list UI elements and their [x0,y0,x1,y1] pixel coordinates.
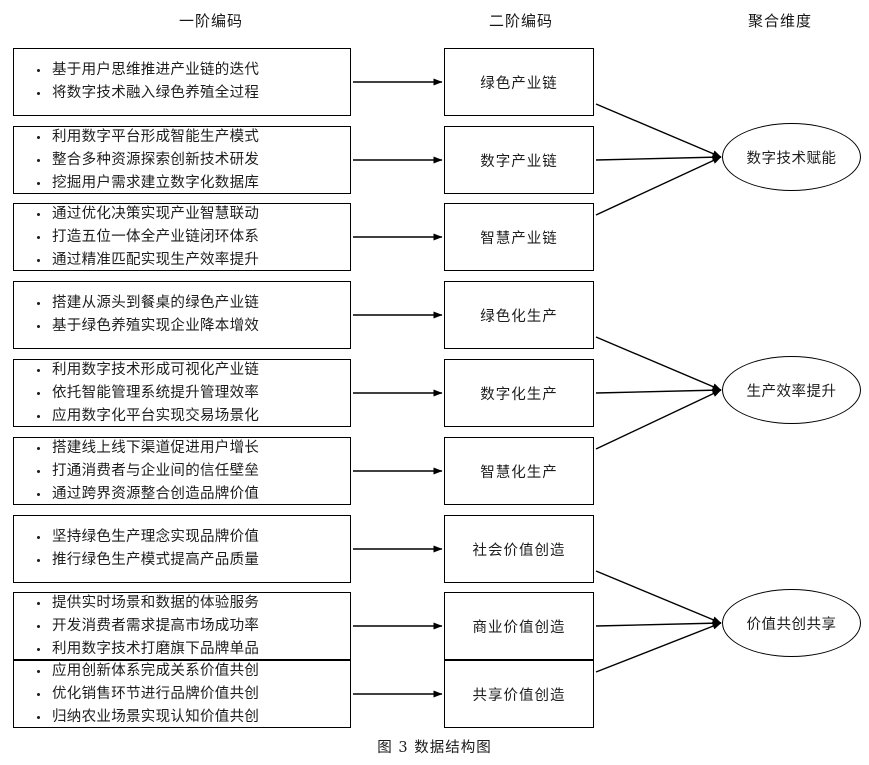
first-order-bullet: 坚持绿色生产理念实现品牌价值 [37,526,342,549]
column-header-aggregate-dimension: 聚合维度 [747,12,812,30]
first-order-bullet: 搭建从源头到餐桌的绿色产业链 [37,292,342,315]
first-order-bullet: 推行绿色生产模式提高产品质量 [37,549,342,572]
first-order-bullet: 通过跨界资源整合创造品牌价值 [37,483,342,506]
second-order-box: 绿色化生产 [444,281,594,349]
figure-caption: 图 3 数据结构图 [377,740,492,756]
column-header-first-order: 一阶编码 [178,12,243,30]
first-order-box: 坚持绿色生产理念实现品牌价值推行绿色生产模式提高产品质量 [13,515,351,583]
first-order-bullet: 利用数字技术形成可视化产业链 [37,359,342,382]
aggregate-dimension-ellipse: 数字技术赋能 [722,123,861,191]
arrow-second-to-dimension [595,622,722,673]
first-order-bullet: 基于绿色养殖实现企业降本增效 [37,315,342,338]
first-order-bullet: 提供实时场景和数据的体验服务 [37,592,342,615]
first-order-bullet: 通过精准匹配实现生产效率提升 [37,249,342,272]
second-order-box: 共享价值创造 [444,660,594,728]
aggregate-dimension-ellipse: 价值共创共享 [722,589,861,657]
second-order-box: 智慧产业链 [444,203,594,271]
first-order-bullet: 依托智能管理系统提升管理效率 [37,382,342,405]
first-order-bullet: 优化销售环节进行品牌价值共创 [37,683,342,706]
arrow-second-to-dimension [595,336,722,391]
aggregate-dimension-ellipse: 生产效率提升 [722,356,861,424]
arrows-first-to-second [353,78,443,698]
second-order-box: 智慧化生产 [444,437,594,505]
first-order-box: 应用创新体系完成关系价值共创优化销售环节进行品牌价值共创归纳农业场景实现认知价值… [13,660,351,728]
first-order-bullet: 应用创新体系完成关系价值共创 [37,660,342,683]
first-order-box: 搭建线上线下渠道促进用户增长打通消费者与企业间的信任壁垒通过跨界资源整合创造品牌… [13,437,351,505]
arrow-second-to-dimension [595,156,722,216]
first-order-bullet: 打通消费者与企业间的信任壁垒 [37,460,342,483]
arrow-second-to-dimension [595,386,722,394]
first-order-box: 利用数字技术形成可视化产业链依托智能管理系统提升管理效率应用数字化平台实现交易场… [13,359,351,427]
second-order-box: 数字产业链 [444,126,594,194]
first-order-bullet: 利用数字平台形成智能生产模式 [37,126,342,149]
first-order-bullet: 通过优化决策实现产业智慧联动 [37,203,342,226]
first-order-bullet: 搭建线上线下渠道促进用户增长 [37,437,342,460]
first-order-box: 基于用户思维推进产业链的迭代将数字技术融入绿色养殖全过程 [13,48,351,116]
arrow-second-to-dimension [595,153,722,161]
first-order-bullet: 归纳农业场景实现认知价值共创 [37,706,342,729]
second-order-box: 数字化生产 [444,359,594,427]
arrows-second-to-dimension [595,103,722,673]
first-order-box: 利用数字平台形成智能生产模式整合多种资源探索创新技术研发挖掘用户需求建立数字化数… [13,126,351,194]
arrow-second-to-dimension [595,389,722,450]
first-order-bullet: 应用数字化平台实现交易场景化 [37,405,342,428]
second-order-box: 绿色产业链 [444,48,594,116]
first-order-box: 搭建从源头到餐桌的绿色产业链基于绿色养殖实现企业降本增效 [13,281,351,349]
first-order-bullet: 打造五位一体全产业链闭环体系 [37,226,342,249]
column-header-second-order: 二阶编码 [488,12,553,30]
arrow-second-to-dimension [595,570,722,624]
second-order-box: 商业价值创造 [444,592,594,660]
first-order-bullet: 整合多种资源探索创新技术研发 [37,149,342,172]
first-order-bullet: 基于用户思维推进产业链的迭代 [37,59,342,82]
first-order-box: 提供实时场景和数据的体验服务开发消费者需求提高市场成功率利用数字技术打磨旗下品牌… [13,592,351,660]
first-order-box: 通过优化决策实现产业智慧联动打造五位一体全产业链闭环体系通过精准匹配实现生产效率… [13,203,351,271]
arrow-second-to-dimension [595,103,722,158]
second-order-box: 社会价值创造 [444,515,594,583]
arrow-second-to-dimension [595,619,722,627]
first-order-bullet: 开发消费者需求提高市场成功率 [37,615,342,638]
first-order-bullet: 将数字技术融入绿色养殖全过程 [37,82,342,105]
first-order-bullet: 挖掘用户需求建立数字化数据库 [37,172,342,195]
first-order-bullet: 利用数字技术打磨旗下品牌单品 [37,638,342,661]
